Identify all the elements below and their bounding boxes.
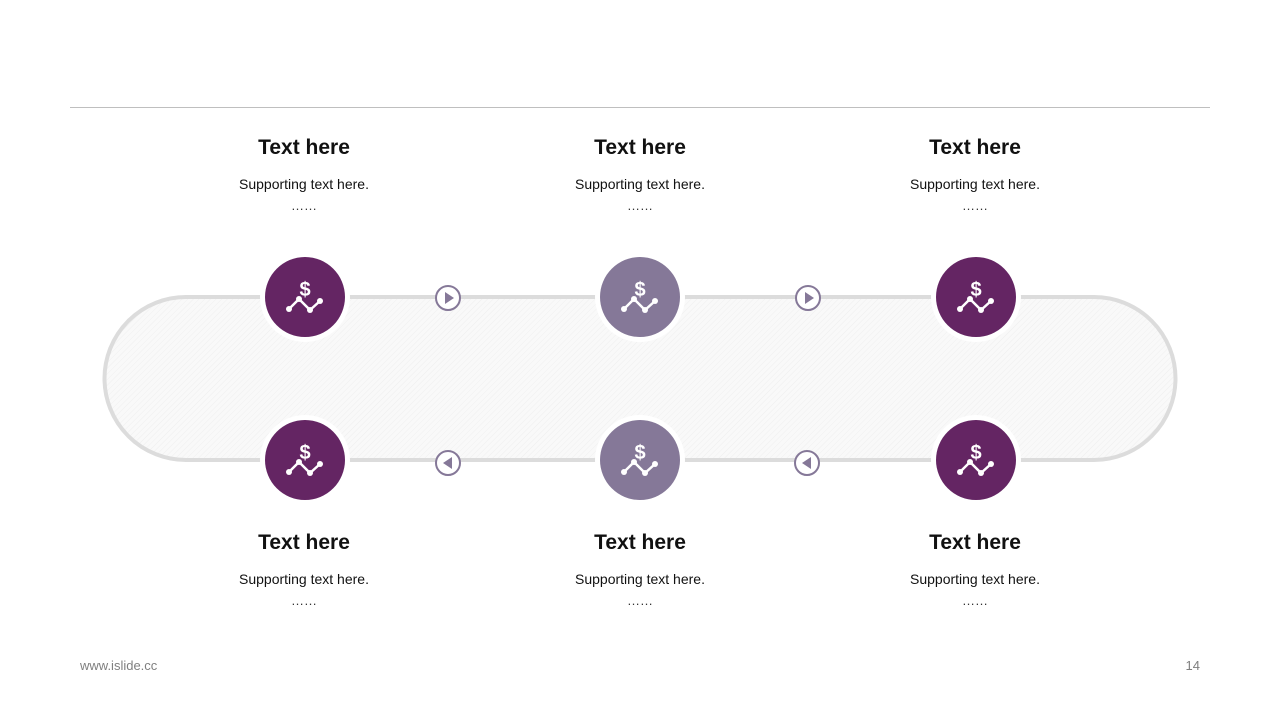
trend-line xyxy=(959,297,992,312)
trend-point xyxy=(978,470,984,476)
node-circle xyxy=(265,257,345,337)
step-ellipsis: …… xyxy=(291,593,317,608)
dollar-sign-glyph: $ xyxy=(970,442,981,464)
play-right-icon xyxy=(805,292,814,304)
node-circle xyxy=(265,420,345,500)
trend-point xyxy=(642,307,648,313)
top-step-3: Text here Supporting text here. …… xyxy=(845,135,1105,213)
top-node-2: $ xyxy=(595,252,685,342)
step-subtitle: Supporting text here. xyxy=(910,571,1040,587)
trend-point xyxy=(307,307,313,313)
step-subtitle: Supporting text here. xyxy=(239,176,369,192)
bottom-node-2: $ xyxy=(595,415,685,505)
trend-point xyxy=(652,298,658,304)
step-subtitle: Supporting text here. xyxy=(575,176,705,192)
trend-point xyxy=(957,469,963,475)
node-circle xyxy=(600,420,680,500)
trend-line xyxy=(288,460,321,475)
trend-point xyxy=(978,307,984,313)
dollar-chart-icon: $ xyxy=(621,442,658,476)
trend-point xyxy=(642,470,648,476)
step-subtitle: Supporting text here. xyxy=(239,571,369,587)
top-node-3: $ xyxy=(931,252,1021,342)
step-title: Text here xyxy=(258,531,350,554)
step-subtitle: Supporting text here. xyxy=(910,176,1040,192)
trend-point xyxy=(988,461,994,467)
trend-point xyxy=(307,470,313,476)
trend-line xyxy=(623,460,656,475)
dollar-chart-icon: $ xyxy=(957,442,994,476)
step-ellipsis: …… xyxy=(962,593,988,608)
node-circle xyxy=(936,420,1016,500)
trend-point xyxy=(286,306,292,312)
play-left-icon xyxy=(443,457,452,469)
step-ellipsis: …… xyxy=(291,198,317,213)
trend-point xyxy=(286,469,292,475)
trend-point xyxy=(296,459,302,465)
trend-point xyxy=(317,298,323,304)
dollar-chart-icon: $ xyxy=(621,279,658,313)
node-circle xyxy=(600,257,680,337)
trend-line xyxy=(288,297,321,312)
trend-point xyxy=(631,459,637,465)
trend-point xyxy=(967,296,973,302)
loop-track xyxy=(102,295,1178,462)
dollar-sign-glyph: $ xyxy=(299,279,310,301)
dollar-sign-glyph: $ xyxy=(299,442,310,464)
dollar-chart-icon: $ xyxy=(286,279,323,313)
trend-point xyxy=(631,296,637,302)
play-left-icon xyxy=(802,457,811,469)
trend-line xyxy=(959,460,992,475)
arrow-top-1 xyxy=(435,285,461,311)
trend-point xyxy=(967,459,973,465)
dollar-sign-glyph: $ xyxy=(970,279,981,301)
play-right-icon xyxy=(445,292,454,304)
trend-line xyxy=(623,297,656,312)
trend-point xyxy=(652,461,658,467)
top-step-2: Text here Supporting text here. …… xyxy=(510,135,770,213)
top-step-1: Text here Supporting text here. …… xyxy=(174,135,434,213)
arrow-top-2 xyxy=(795,285,821,311)
page-number: 14 xyxy=(1185,658,1200,673)
trend-point xyxy=(621,469,627,475)
arrow-bottom-1 xyxy=(435,450,461,476)
dollar-chart-icon: $ xyxy=(286,442,323,476)
step-ellipsis: …… xyxy=(627,198,653,213)
step-title: Text here xyxy=(929,136,1021,159)
bottom-node-3: $ xyxy=(931,415,1021,505)
trend-point xyxy=(957,306,963,312)
top-node-1: $ xyxy=(260,252,350,342)
trend-point xyxy=(317,461,323,467)
bottom-step-3: Text here Supporting text here. …… xyxy=(845,530,1105,608)
step-subtitle: Supporting text here. xyxy=(575,571,705,587)
header-divider xyxy=(70,107,1210,108)
trend-point xyxy=(621,306,627,312)
node-circle xyxy=(936,257,1016,337)
step-title: Text here xyxy=(594,136,686,159)
dollar-chart-icon: $ xyxy=(957,279,994,313)
dollar-sign-glyph: $ xyxy=(634,442,645,464)
step-title: Text here xyxy=(594,531,686,554)
trend-point xyxy=(988,298,994,304)
step-ellipsis: …… xyxy=(962,198,988,213)
bottom-step-1: Text here Supporting text here. …… xyxy=(174,530,434,608)
bottom-step-2: Text here Supporting text here. …… xyxy=(510,530,770,608)
dollar-sign-glyph: $ xyxy=(634,279,645,301)
footer-url: www.islide.cc xyxy=(80,658,158,673)
step-title: Text here xyxy=(929,531,1021,554)
trend-point xyxy=(296,296,302,302)
bottom-node-1: $ xyxy=(260,415,350,505)
arrow-bottom-2 xyxy=(794,450,820,476)
step-ellipsis: …… xyxy=(627,593,653,608)
step-title: Text here xyxy=(258,136,350,159)
